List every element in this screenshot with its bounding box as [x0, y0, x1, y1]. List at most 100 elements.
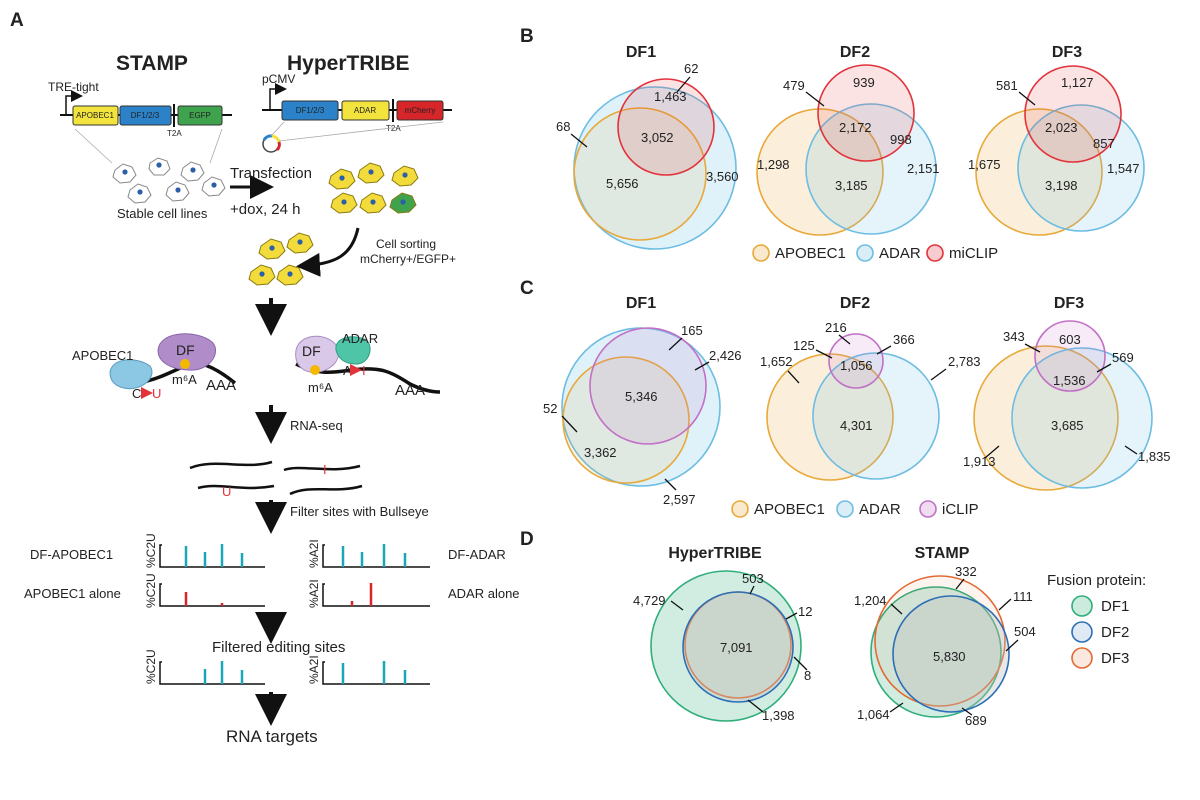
c-df3-n3685: 3,685	[1051, 418, 1084, 433]
b-legend-adar: ADAR	[879, 245, 921, 262]
c-df2-adar-circle	[812, 352, 940, 480]
adar-label-mechanism: ADAR	[342, 331, 378, 346]
d-ht-df2-circle	[682, 591, 794, 703]
d-title-hypertribe: HyperTRIBE	[668, 545, 762, 562]
panel-label-c: C	[520, 278, 534, 299]
d-st-n111: 111	[1013, 589, 1033, 604]
adar-alone-label: ADAR alone	[448, 586, 520, 601]
c-df2-iclip-circle	[828, 333, 884, 389]
d-ht-n12: 12	[798, 604, 812, 619]
b-df2-apobec1-circle	[756, 108, 884, 236]
apobec1-label: APOBEC1	[72, 348, 133, 363]
b-df3-n1675: 1,675	[968, 157, 1001, 172]
u-letter: U	[152, 386, 161, 401]
d-st-n332: 332	[955, 564, 977, 579]
d-legend-df2: DF2	[1101, 624, 1129, 641]
b-df1-n68: 68	[556, 119, 570, 134]
sorting-markers-label: mCherry+/EGFP+	[360, 252, 456, 266]
df-apobec1-label: DF-APOBEC1	[30, 547, 113, 562]
c-df3-n1835: 1,835	[1138, 449, 1171, 464]
filtered-sites-label: Filtered editing sites	[212, 639, 345, 656]
a2i-axis-3: %A2I	[307, 655, 321, 684]
stamp-construct: TRE-tight APOBEC1 DF1/2/3 EGFP T2A	[48, 80, 232, 138]
a2i-axis-2: %A2I	[307, 579, 321, 608]
b-df3-n1127: 1,127	[1061, 75, 1094, 90]
c-df3-n1536: 1,536	[1053, 373, 1086, 388]
b-df3-n3198: 3,198	[1045, 178, 1078, 193]
df-label-tribe: DF	[302, 343, 321, 359]
i-letter: I	[362, 363, 366, 378]
panel-label-d: D	[520, 529, 534, 550]
d-st-n504: 504	[1014, 624, 1036, 639]
filter-label: Filter sites with Bullseye	[290, 504, 429, 519]
b-df3-apobec1-circle	[975, 108, 1103, 236]
d-st-n1064: 1,064	[857, 707, 890, 722]
c-df3-apobec1-circle	[973, 345, 1119, 491]
tribe-box-mcherry: mCherry	[405, 106, 436, 115]
tribe-mechanism: DF ADAR m⁶A A I AAA	[295, 331, 441, 399]
c-title-df3: DF3	[1054, 295, 1084, 312]
rna-targets-label: RNA targets	[226, 727, 318, 746]
aaa-label-tribe: AAA	[395, 382, 425, 399]
transfected-cells-icon	[328, 162, 419, 214]
tribe-t2a-label: T2A	[386, 124, 401, 133]
c-df3-iclip-circle	[1034, 320, 1106, 392]
d-st-n1204: 1,204	[854, 593, 887, 608]
m6a-label-tribe: m⁶A	[308, 380, 333, 395]
read-u-letter: U	[222, 484, 231, 499]
c-df1-n165: 165	[681, 323, 703, 338]
tre-tight-label: TRE-tight	[48, 80, 99, 94]
b-df2-adar-circle	[805, 103, 937, 235]
stamp-box-egfp: EGFP	[189, 111, 211, 120]
b-df1-n3052: 3,052	[641, 130, 674, 145]
panel-c-venns: DF1 165 2,426 52 5,346 3,362 2,597 DF2 2…	[543, 295, 1171, 518]
b-df3-n1547: 1,547	[1107, 161, 1140, 176]
d-ht-n7091: 7,091	[720, 640, 753, 655]
transfection-label: Transfection	[230, 165, 312, 182]
c-legend-apobec1: APOBEC1	[754, 501, 825, 518]
a-letter: A	[343, 363, 352, 378]
b-df1-n3560: 3,560	[706, 169, 739, 184]
b-legend: APOBEC1 ADAR miCLIP	[752, 244, 998, 262]
c2u-axis-1: %C2U	[144, 533, 158, 568]
b-df2-miclip-circle	[817, 64, 915, 162]
c-letter: C	[132, 386, 141, 401]
hypertribe-title: HyperTRIBE	[287, 52, 410, 75]
aaa-label-stamp: AAA	[206, 377, 236, 394]
c-df2-n1056: 1,056	[840, 358, 873, 373]
b-df3-miclip-circle	[1024, 65, 1122, 163]
cell-sorting-label: Cell sorting	[376, 237, 436, 251]
c-df2-n1652: 1,652	[760, 354, 793, 369]
c-df1-n2426: 2,426	[709, 348, 742, 363]
c-df1-iclip-circle	[589, 327, 707, 445]
c-df2-n125: 125	[793, 338, 815, 353]
b-df2-n1298: 1,298	[757, 157, 790, 172]
c-df1-n3362: 3,362	[584, 445, 617, 460]
stamp-mechanism: APOBEC1 DF m⁶A AAA C U	[72, 333, 237, 401]
hypertribe-construct: pCMV DF1/2/3 ADAR mCherry T2A	[262, 72, 452, 153]
b-df2-n479: 479	[783, 78, 805, 93]
c-legend: APOBEC1 ADAR iCLIP	[731, 500, 979, 518]
d-ht-n503: 503	[742, 571, 764, 586]
b-legend-miclip: miCLIP	[949, 245, 998, 262]
c-title-df2: DF2	[840, 295, 870, 312]
c-legend-iclip: iCLIP	[942, 501, 979, 518]
b-df2-n2151: 2,151	[907, 161, 940, 176]
b-title-df3: DF3	[1052, 44, 1082, 61]
b-df1-n62: 62	[684, 61, 698, 76]
rna-reads	[189, 460, 363, 496]
stamp-box-df: DF1/2/3	[131, 111, 160, 120]
read-i-letter: I	[323, 462, 327, 477]
df-label-stamp: DF	[176, 342, 195, 358]
d-ht-df1-circle	[650, 570, 802, 722]
d-legend-df3: DF3	[1101, 650, 1129, 667]
c-df3-n603: 603	[1059, 332, 1081, 347]
b-df3-n857: 857	[1093, 136, 1115, 151]
sorted-cells-icon	[248, 232, 314, 286]
b-df2-n2172: 2,172	[839, 120, 872, 135]
m6a-label-stamp: m⁶A	[172, 372, 197, 387]
stable-cells-icon	[112, 157, 226, 204]
pcmv-label: pCMV	[262, 72, 295, 86]
d-ht-n8: 8	[804, 668, 811, 683]
